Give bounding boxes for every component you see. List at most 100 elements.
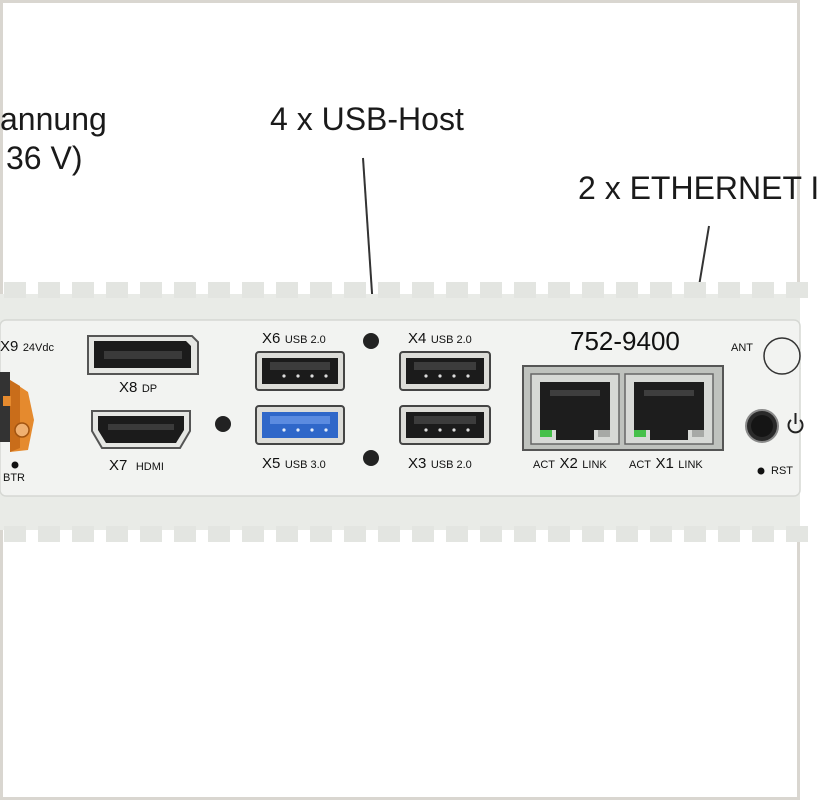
cooling-fin xyxy=(446,282,468,298)
x9-spec: 24Vdc xyxy=(22,342,55,354)
cooling-fin xyxy=(310,526,332,542)
power-symbol-icon xyxy=(787,413,804,434)
x1-act-led xyxy=(634,430,646,437)
cooling-fin xyxy=(514,282,536,298)
cooling-fin xyxy=(752,526,774,542)
cooling-fin xyxy=(310,282,332,298)
cooling-fin xyxy=(412,526,434,542)
cooling-fin xyxy=(208,526,230,542)
x9-name: X9 xyxy=(0,338,19,355)
x1-act: ACT xyxy=(629,459,651,471)
indicator-dot-bottom xyxy=(363,450,379,466)
ethernet-port-block xyxy=(522,365,724,451)
x2-act-led xyxy=(540,430,552,437)
x5-label: X5 USB 3.0 xyxy=(262,455,326,473)
cooling-fins-bottom xyxy=(4,526,808,542)
x5-name: X5 xyxy=(262,455,281,472)
cooling-fin xyxy=(344,526,366,542)
cooling-fin xyxy=(718,526,740,542)
x6-spec: USB 2.0 xyxy=(284,334,326,346)
cooling-fin xyxy=(276,526,298,542)
cooling-fin xyxy=(548,282,570,298)
cooling-fin xyxy=(208,282,230,298)
cooling-fin xyxy=(140,526,162,542)
cooling-fin xyxy=(446,526,468,542)
x6-label: X6 USB 2.0 xyxy=(262,330,326,348)
cooling-fin xyxy=(242,526,264,542)
indicator-dot-left xyxy=(215,416,231,432)
cooling-fin xyxy=(174,282,196,298)
cooling-fin xyxy=(786,282,808,298)
cooling-fin xyxy=(4,526,26,542)
x8-name: X8 xyxy=(119,379,138,396)
x3-name: X3 xyxy=(408,455,427,472)
cooling-fin xyxy=(752,282,774,298)
ant-label: ANT xyxy=(731,342,753,354)
cooling-fin xyxy=(650,282,672,298)
x7-hdmi xyxy=(91,410,191,449)
cooling-fin xyxy=(650,526,672,542)
device-illustration xyxy=(0,157,808,542)
x1-link: LINK xyxy=(678,459,703,471)
x2-ethernet-port xyxy=(530,373,620,445)
x4-label: X4 USB 2.0 xyxy=(408,330,472,348)
cooling-fin xyxy=(276,282,298,298)
cooling-fin xyxy=(242,282,264,298)
antenna-socket xyxy=(763,337,801,375)
cooling-fin xyxy=(582,526,604,542)
indicator-dot-top xyxy=(363,333,379,349)
cooling-fin xyxy=(344,282,366,298)
x5-usb3-port xyxy=(255,405,345,445)
rst-indicator xyxy=(757,467,765,475)
cooling-fin xyxy=(4,282,26,298)
rst-label: RST xyxy=(771,465,793,477)
x9-power-terminal xyxy=(0,372,34,452)
x2-link: LINK xyxy=(582,459,607,471)
cooling-fin xyxy=(106,282,128,298)
cooling-fin xyxy=(684,282,706,298)
cooling-fin xyxy=(684,526,706,542)
x3-spec: USB 2.0 xyxy=(430,459,472,471)
btr-indicator xyxy=(11,461,19,469)
cooling-fin xyxy=(106,526,128,542)
cooling-fin xyxy=(514,526,536,542)
x7-name: X7 xyxy=(109,457,128,474)
x3-usb-port xyxy=(399,405,491,445)
cooling-fin xyxy=(378,282,400,298)
x2-name: X2 xyxy=(559,455,578,472)
x8-displayport xyxy=(87,335,199,375)
cooling-fin xyxy=(38,282,60,298)
cooling-fin xyxy=(38,526,60,542)
x4-spec: USB 2.0 xyxy=(430,334,472,346)
x1-ethernet-port xyxy=(624,373,714,445)
x3-label: X3 USB 2.0 xyxy=(408,455,472,473)
x2-act: ACT xyxy=(533,459,555,471)
cooling-fin xyxy=(480,526,502,542)
x1-label: ACT X1 LINK xyxy=(629,455,703,473)
cooling-fin xyxy=(718,282,740,298)
x6-usb-port xyxy=(255,351,345,391)
ethernet-callout: 2 x ETHERNET I xyxy=(578,170,819,206)
x1-link-led xyxy=(692,430,704,437)
power-callout-line2: 36 V) xyxy=(6,140,83,176)
cooling-fin xyxy=(412,282,434,298)
cooling-fins-top xyxy=(4,282,808,298)
model-number: 752-9400 xyxy=(570,326,680,356)
x9-label: X9 24Vdc xyxy=(0,338,54,356)
cooling-fin xyxy=(72,526,94,542)
cooling-fin xyxy=(548,526,570,542)
cooling-fin xyxy=(72,282,94,298)
cooling-fin xyxy=(582,282,604,298)
cooling-fin xyxy=(616,526,638,542)
power-callout-line1: annung xyxy=(0,101,107,137)
power-button xyxy=(745,409,779,443)
cooling-fin xyxy=(140,282,162,298)
btr-label: BTR xyxy=(3,472,25,484)
x8-label: X8 DP xyxy=(119,379,157,397)
x6-name: X6 xyxy=(262,330,281,347)
cooling-fin xyxy=(174,526,196,542)
x4-name: X4 xyxy=(408,330,427,347)
cooling-fin xyxy=(480,282,502,298)
x8-spec: DP xyxy=(141,383,158,395)
x7-spec: HDMI xyxy=(135,461,164,473)
